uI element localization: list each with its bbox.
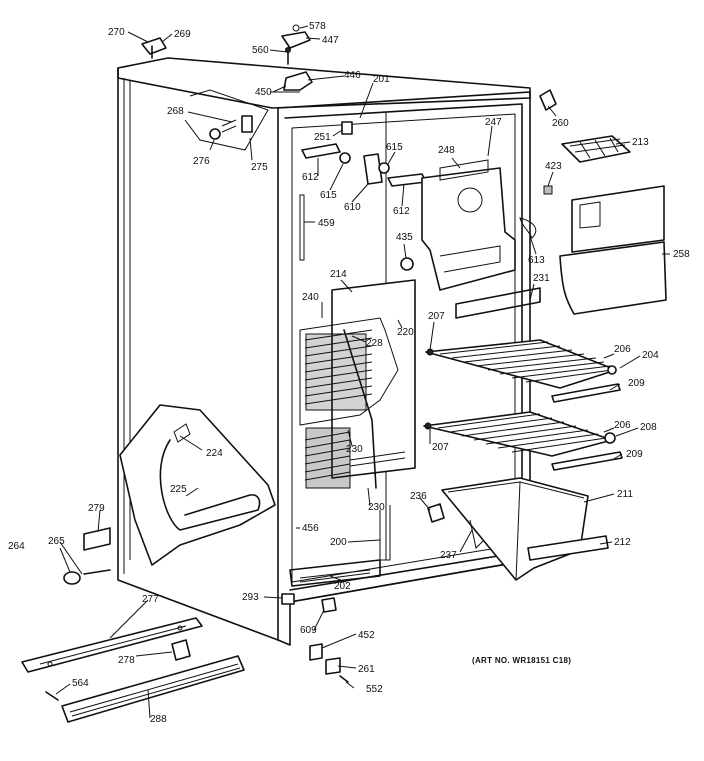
part-label-610: 610 bbox=[344, 202, 361, 213]
freezer-hardware bbox=[299, 121, 427, 261]
part-label-564: 564 bbox=[72, 678, 89, 689]
part-label-293: 293 bbox=[242, 592, 259, 603]
part-label-230a: 230 bbox=[346, 444, 363, 455]
part-label-552: 552 bbox=[366, 684, 383, 695]
part-labels: 270 269 578 447 560 446 450 201 260 268 … bbox=[8, 21, 690, 725]
part-label-224: 224 bbox=[206, 448, 223, 459]
freezer-basket bbox=[427, 477, 609, 581]
part-label-612a: 612 bbox=[302, 172, 319, 183]
part-label-231: 231 bbox=[533, 273, 550, 284]
part-label-214: 214 bbox=[330, 269, 347, 280]
part-label-277: 277 bbox=[142, 594, 159, 605]
part-label-211: 211 bbox=[617, 489, 633, 500]
door-panel bbox=[119, 404, 276, 566]
top-hinge-parts bbox=[141, 24, 313, 93]
part-label-578: 578 bbox=[309, 21, 326, 32]
part-label-612b: 612 bbox=[393, 206, 410, 217]
part-label-240: 240 bbox=[302, 292, 319, 303]
part-label-209b: 209 bbox=[626, 449, 643, 460]
lower-shelf bbox=[423, 365, 623, 471]
part-label-251: 251 bbox=[314, 132, 331, 143]
upper-shelf bbox=[425, 339, 621, 403]
part-label-615b: 615 bbox=[386, 142, 403, 153]
part-label-423: 423 bbox=[545, 161, 562, 172]
part-label-615a: 615 bbox=[320, 190, 337, 201]
part-label-456: 456 bbox=[302, 523, 319, 534]
part-label-279: 279 bbox=[88, 503, 105, 514]
fan-shroud bbox=[400, 159, 541, 319]
ice-tray-area bbox=[539, 89, 667, 315]
part-label-212: 212 bbox=[614, 537, 631, 548]
part-label-260: 260 bbox=[552, 118, 569, 129]
part-label-206b: 206 bbox=[614, 420, 631, 431]
part-label-270: 270 bbox=[108, 27, 125, 38]
part-label-288: 288 bbox=[150, 714, 167, 725]
part-label-613: 613 bbox=[528, 255, 545, 266]
part-label-452: 452 bbox=[358, 630, 375, 641]
part-label-200: 200 bbox=[330, 537, 347, 548]
part-label-609: 609 bbox=[300, 625, 317, 636]
art-number-note: (ART NO. WR18151 C18) bbox=[472, 656, 571, 665]
part-label-264: 264 bbox=[8, 541, 25, 552]
part-label-447: 447 bbox=[322, 35, 339, 46]
part-label-269: 269 bbox=[174, 29, 191, 40]
part-label-204: 204 bbox=[642, 350, 659, 361]
control-bracket bbox=[184, 89, 269, 151]
part-label-276: 276 bbox=[193, 156, 210, 167]
part-label-560: 560 bbox=[252, 45, 269, 56]
part-label-446: 446 bbox=[344, 70, 361, 81]
part-label-237: 237 bbox=[440, 550, 457, 561]
part-label-230b: 230 bbox=[368, 502, 385, 513]
part-label-247: 247 bbox=[485, 117, 502, 128]
part-label-220: 220 bbox=[397, 327, 414, 338]
part-label-261: 261 bbox=[358, 664, 375, 675]
part-label-213: 213 bbox=[632, 137, 649, 148]
part-label-206a: 206 bbox=[614, 344, 631, 355]
part-label-278: 278 bbox=[118, 655, 135, 666]
part-label-268: 268 bbox=[167, 106, 184, 117]
part-label-207a: 207 bbox=[428, 311, 445, 322]
part-label-459: 459 bbox=[318, 218, 335, 229]
part-label-236: 236 bbox=[410, 491, 427, 502]
part-label-275: 275 bbox=[251, 162, 268, 173]
part-label-435: 435 bbox=[396, 232, 413, 243]
part-label-265: 265 bbox=[48, 536, 65, 547]
part-label-450: 450 bbox=[255, 87, 272, 98]
evaporator-assembly bbox=[299, 279, 416, 489]
lower-parts bbox=[21, 527, 349, 723]
part-label-208: 208 bbox=[640, 422, 657, 433]
leader-lines bbox=[55, 25, 670, 719]
part-label-258: 258 bbox=[673, 249, 690, 260]
part-label-201: 201 bbox=[373, 74, 390, 85]
part-label-248: 248 bbox=[438, 145, 455, 156]
part-label-228: 228 bbox=[366, 338, 383, 349]
part-label-225: 225 bbox=[170, 484, 187, 495]
part-label-207b: 207 bbox=[432, 442, 449, 453]
part-label-202: 202 bbox=[334, 581, 351, 592]
part-label-209a: 209 bbox=[628, 378, 645, 389]
cabinet-shell bbox=[117, 57, 531, 646]
